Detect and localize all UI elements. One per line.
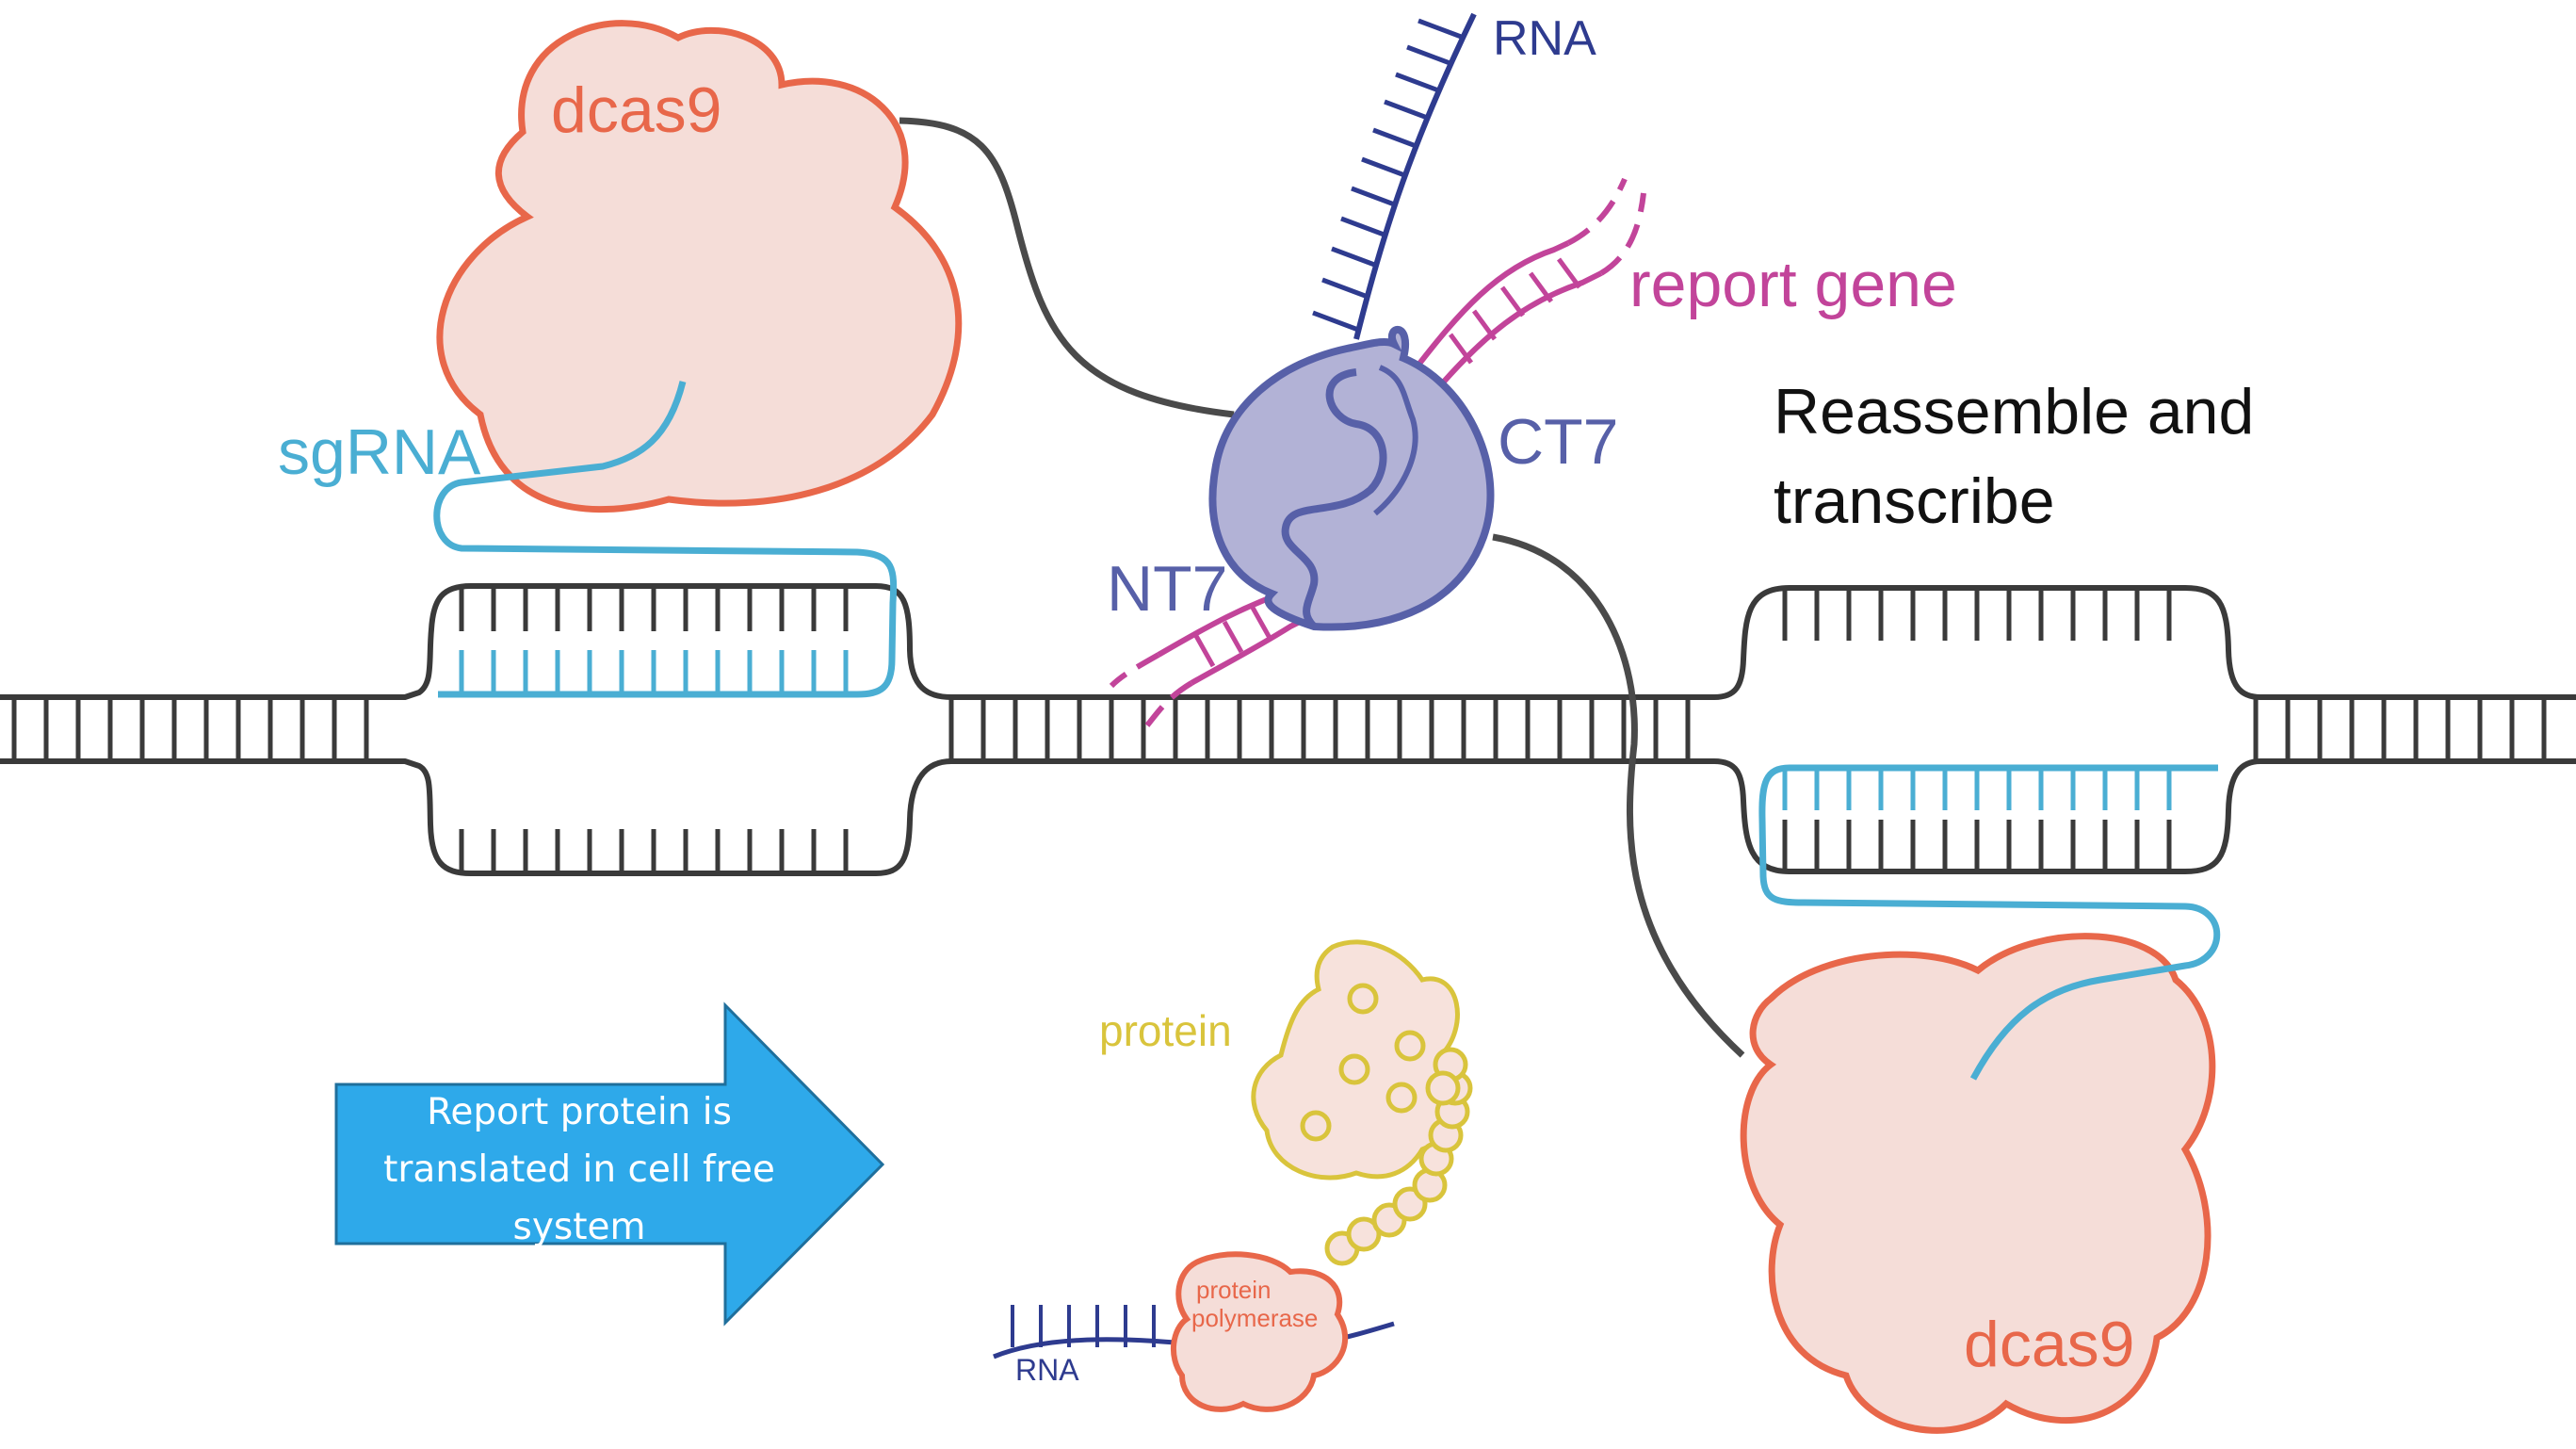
- dcas9-left-shape: [436, 20, 963, 513]
- rna-top-bases: [1312, 18, 1465, 333]
- reassemble-label-line1: Reassemble and: [1774, 376, 2254, 448]
- amino-acid: [1385, 1082, 1418, 1114]
- report-gene-label: report gene: [1629, 249, 1957, 320]
- amino-acid: [1394, 1030, 1426, 1062]
- rna-base: [1384, 99, 1431, 122]
- protein-shape: [1251, 939, 1463, 1180]
- sgrna-label: sgRNA: [278, 416, 481, 488]
- sgrna-right: [1758, 764, 2221, 1081]
- rna-base: [1351, 186, 1398, 208]
- ct7-label: CT7: [1498, 406, 1618, 478]
- rna-base: [1372, 127, 1419, 150]
- tether-left: [899, 117, 1235, 418]
- dcas9-right-shape: [1740, 933, 2216, 1434]
- reassemble-label-line2: transcribe: [1774, 465, 2055, 537]
- report-base: [1250, 606, 1272, 640]
- protein-polymerase-label-line1: protein: [1196, 1276, 1272, 1304]
- report-base: [1528, 271, 1554, 303]
- rna-base: [1361, 156, 1408, 179]
- amino-acid-chain: [1324, 1047, 1473, 1266]
- report-base: [1448, 333, 1474, 365]
- nt7-label: NT7: [1107, 553, 1227, 625]
- rna-bottom-bases: [1011, 1305, 1156, 1347]
- report-base: [1471, 309, 1498, 341]
- rna-top-strand: [1353, 12, 1477, 340]
- chain-link: [1346, 1216, 1382, 1252]
- dna-top-strand: [0, 583, 2576, 700]
- translation-arrow: [334, 1001, 885, 1327]
- sgrna-right-base-pairs: [1782, 768, 2172, 810]
- dcas9-left-label: dcas9: [551, 74, 721, 146]
- sgrna-left: [433, 381, 898, 698]
- rna-bottom-label: RNA: [1015, 1353, 1079, 1387]
- report-base: [1193, 634, 1216, 668]
- rna-base: [1406, 44, 1453, 67]
- rna-base: [1395, 72, 1442, 94]
- protein-label: protein: [1099, 1006, 1232, 1055]
- translation-arrow-label: Report protein is translated in cell fre…: [383, 1091, 775, 1248]
- report-gene-bases: [1193, 257, 1582, 668]
- sgrna-left-base-pairs: [459, 650, 849, 694]
- rna-base: [1312, 310, 1359, 333]
- report-base: [1222, 620, 1244, 654]
- report-base: [1499, 285, 1526, 317]
- dna-bottom-strand: [0, 758, 2576, 876]
- t7-cleft: [1281, 368, 1387, 629]
- report-base: [1556, 257, 1582, 289]
- t7-cleft-inner: [1373, 365, 1418, 516]
- amino-acid: [1300, 1110, 1332, 1142]
- rna-base: [1418, 18, 1465, 41]
- protein-polymerase-shape: [1170, 1251, 1349, 1412]
- rna-top-label: RNA: [1493, 11, 1596, 66]
- dna-base-pairs: [11, 586, 2547, 873]
- rna-base: [1340, 216, 1387, 238]
- protein-amino-acids: [1300, 983, 1426, 1142]
- amino-acid: [1347, 983, 1379, 1015]
- tether-right: [1492, 533, 1745, 1058]
- t7-polymerase: [1208, 326, 1495, 631]
- rna-base: [1321, 277, 1369, 300]
- dna-strand: [0, 583, 2576, 876]
- protein-polymerase-label-line2: polymerase: [1191, 1304, 1318, 1332]
- chain-link: [1425, 1070, 1461, 1106]
- rna-base: [1331, 246, 1378, 269]
- dcas9-right-label: dcas9: [1964, 1309, 2134, 1380]
- amino-acid: [1338, 1053, 1370, 1085]
